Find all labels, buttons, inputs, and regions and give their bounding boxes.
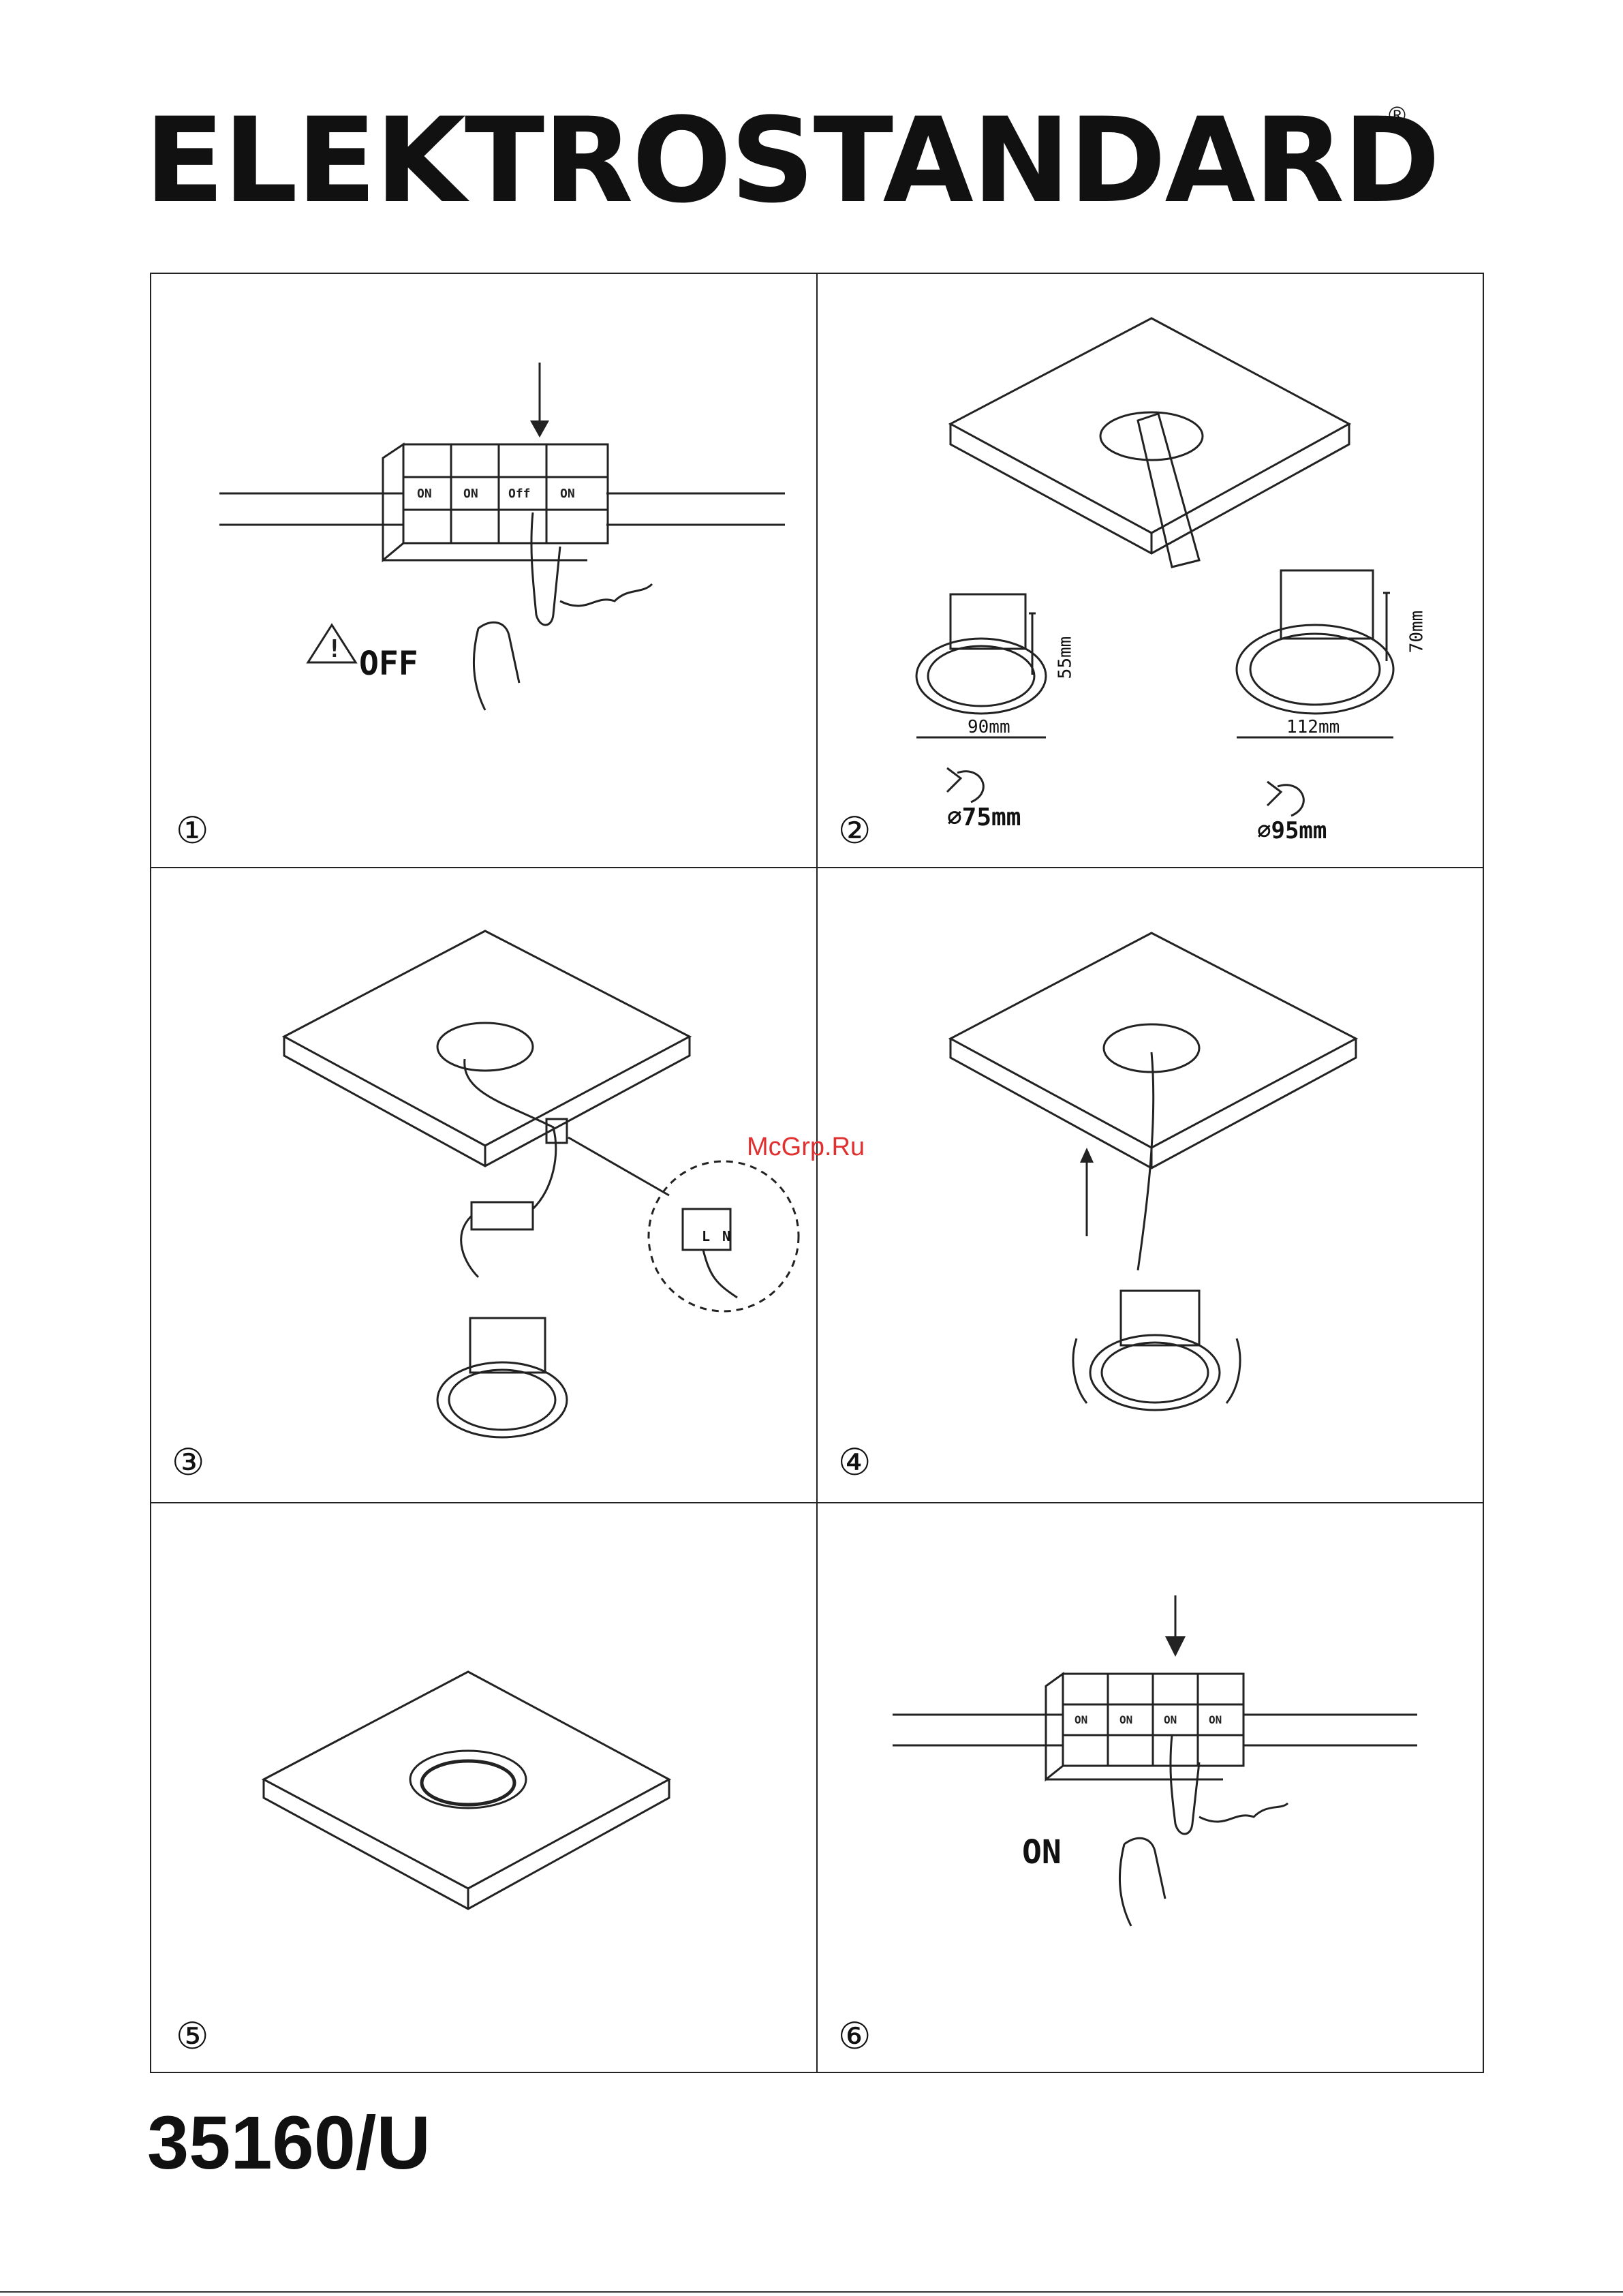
install-fixture-illustration (818, 868, 1484, 1503)
right-width-dimension: 112mm (1286, 718, 1340, 736)
step-1-panel: ON ON Off ON ! OFF ① (151, 274, 818, 868)
breaker-label: ON (463, 487, 478, 501)
instruction-grid: ON ON Off ON ! OFF ① (150, 273, 1484, 2073)
step-6-number: ⑥ (838, 2018, 871, 2055)
right-height-dimension: 70mm (1408, 611, 1425, 654)
installed-fixture-illustration (151, 1503, 818, 2073)
breaker-on-illustration: ON ON ON ON (818, 1503, 1484, 2073)
step-2-number: ② (838, 812, 871, 849)
breaker-label: Off (508, 487, 531, 501)
step-5-number: ⑤ (176, 2018, 208, 2055)
model-number: 35160/U (147, 2106, 431, 2181)
wiring-illustration (151, 868, 818, 1503)
left-width-dimension: 90mm (968, 718, 1010, 736)
watermark: McGrp.Ru (747, 1133, 865, 1162)
exclamation-icon: ! (327, 635, 342, 663)
bottom-divider (0, 2291, 1623, 2293)
breaker-label: ON (560, 487, 575, 501)
cutout-dimensions-illustration (818, 274, 1484, 868)
step-3-panel: L N ③ (151, 868, 818, 1503)
left-cutout-diameter: ⌀75mm (947, 806, 1021, 830)
breaker-off-illustration: ON ON Off ON ! (151, 274, 818, 868)
step-4-number: ④ (838, 1444, 871, 1481)
brand-logo: ELEKTROSTANDARD (144, 102, 1439, 219)
terminal-label-l: L (702, 1229, 710, 1243)
breaker-label: ON (1075, 1713, 1087, 1726)
breaker-label: ON (1164, 1713, 1177, 1726)
step-3-number: ③ (172, 1444, 204, 1481)
step-6-panel: ON ON ON ON ON ⑥ (818, 1503, 1484, 2073)
step-1-number: ① (176, 812, 208, 849)
breaker-label: ON (1119, 1713, 1132, 1726)
left-height-dimension: 55mm (1056, 637, 1074, 679)
step-4-panel: ④ (818, 868, 1484, 1503)
terminal-label-n: N (722, 1229, 730, 1243)
step-5-panel: ⑤ (151, 1503, 818, 2073)
step-2-panel: 55mm 90mm ⌀75mm 70mm 112mm ⌀95mm ② (818, 274, 1484, 868)
breaker-label: ON (1209, 1713, 1222, 1726)
step-1-warning-label: OFF (359, 647, 418, 680)
right-cutout-diameter: ⌀95mm (1257, 819, 1327, 842)
breaker-label: ON (417, 487, 432, 501)
step-6-on-label: ON (1022, 1836, 1062, 1869)
registered-mark: ® (1389, 102, 1406, 129)
